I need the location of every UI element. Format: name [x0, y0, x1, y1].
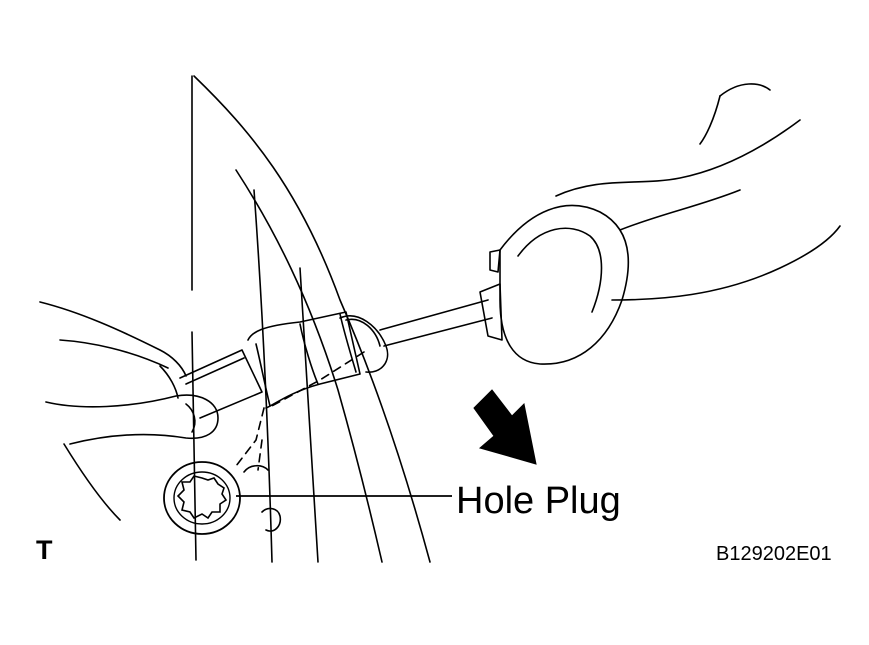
- door-panel-edges: [192, 76, 430, 562]
- hidden-clip-outline: [236, 352, 364, 470]
- figure-code: B129202E01: [716, 543, 832, 565]
- trim-garnish: [480, 84, 840, 364]
- hole-plug-label: Hole Plug: [456, 480, 621, 522]
- removal-direction-arrow-icon: [473, 389, 537, 465]
- panel-cutouts: [244, 466, 280, 531]
- orientation-mark: T: [36, 535, 53, 565]
- hand: [40, 302, 218, 520]
- hole-plug-icon: [164, 462, 240, 534]
- screwdriver: [180, 300, 492, 418]
